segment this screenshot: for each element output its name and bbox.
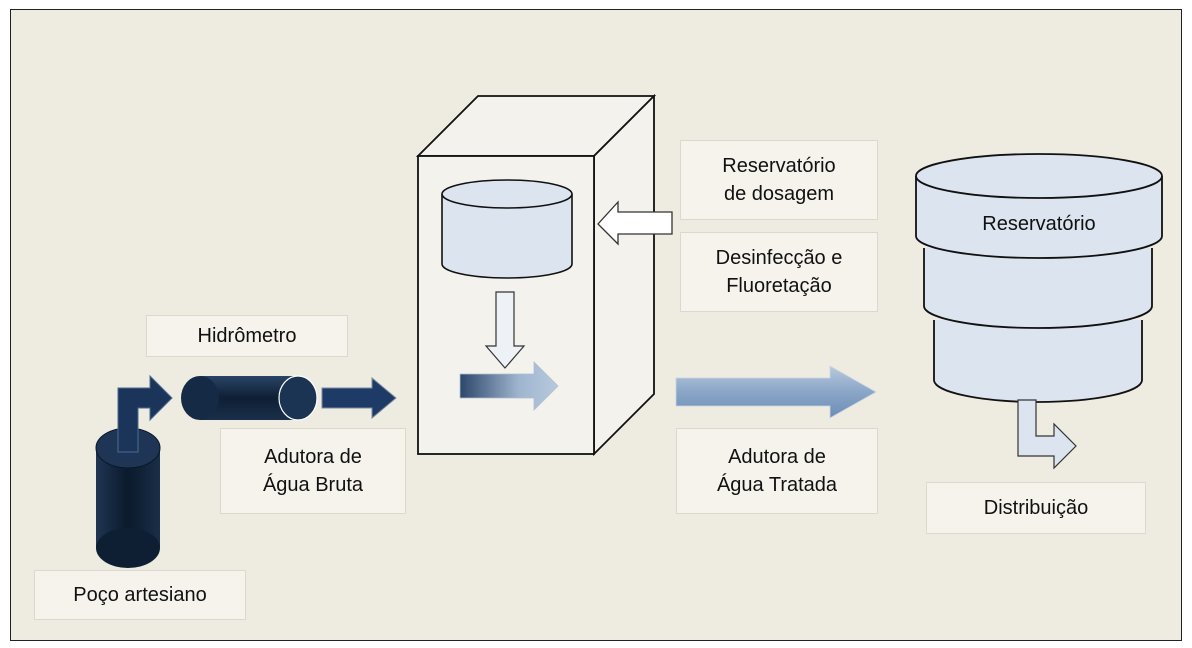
treated-flow-arrow-icon	[459, 361, 559, 411]
treated-water-main-label: Adutora de Água Tratada	[676, 428, 878, 514]
dosing-input-arrow-icon	[597, 200, 673, 246]
well-outlet-arrow-icon	[117, 374, 173, 453]
raw-water-main-label: Adutora de Água Bruta	[220, 428, 406, 514]
hydrometer-icon	[181, 375, 318, 421]
raw-water-arrow-icon	[321, 376, 397, 420]
distribution-arrow-icon	[1017, 399, 1077, 470]
reservoir-tank-icon	[915, 153, 1163, 403]
hydrometer-label: Hidrômetro	[146, 315, 348, 357]
artesian-well-icon	[95, 427, 161, 568]
reservoir-label: Reservatório	[982, 212, 1096, 235]
disinfection-label: Desinfecção e Fluoretação	[680, 232, 878, 312]
dosing-tank-icon	[441, 179, 573, 279]
artesian-well-label: Poço artesiano	[34, 570, 246, 620]
distribution-label: Distribuição	[926, 482, 1146, 534]
treated-water-arrow-icon	[675, 365, 877, 419]
dosing-reservoir-label: Reservatório de dosagem	[680, 140, 878, 220]
down-arrow-icon	[484, 291, 526, 369]
treatment-unit-box	[415, 93, 657, 457]
